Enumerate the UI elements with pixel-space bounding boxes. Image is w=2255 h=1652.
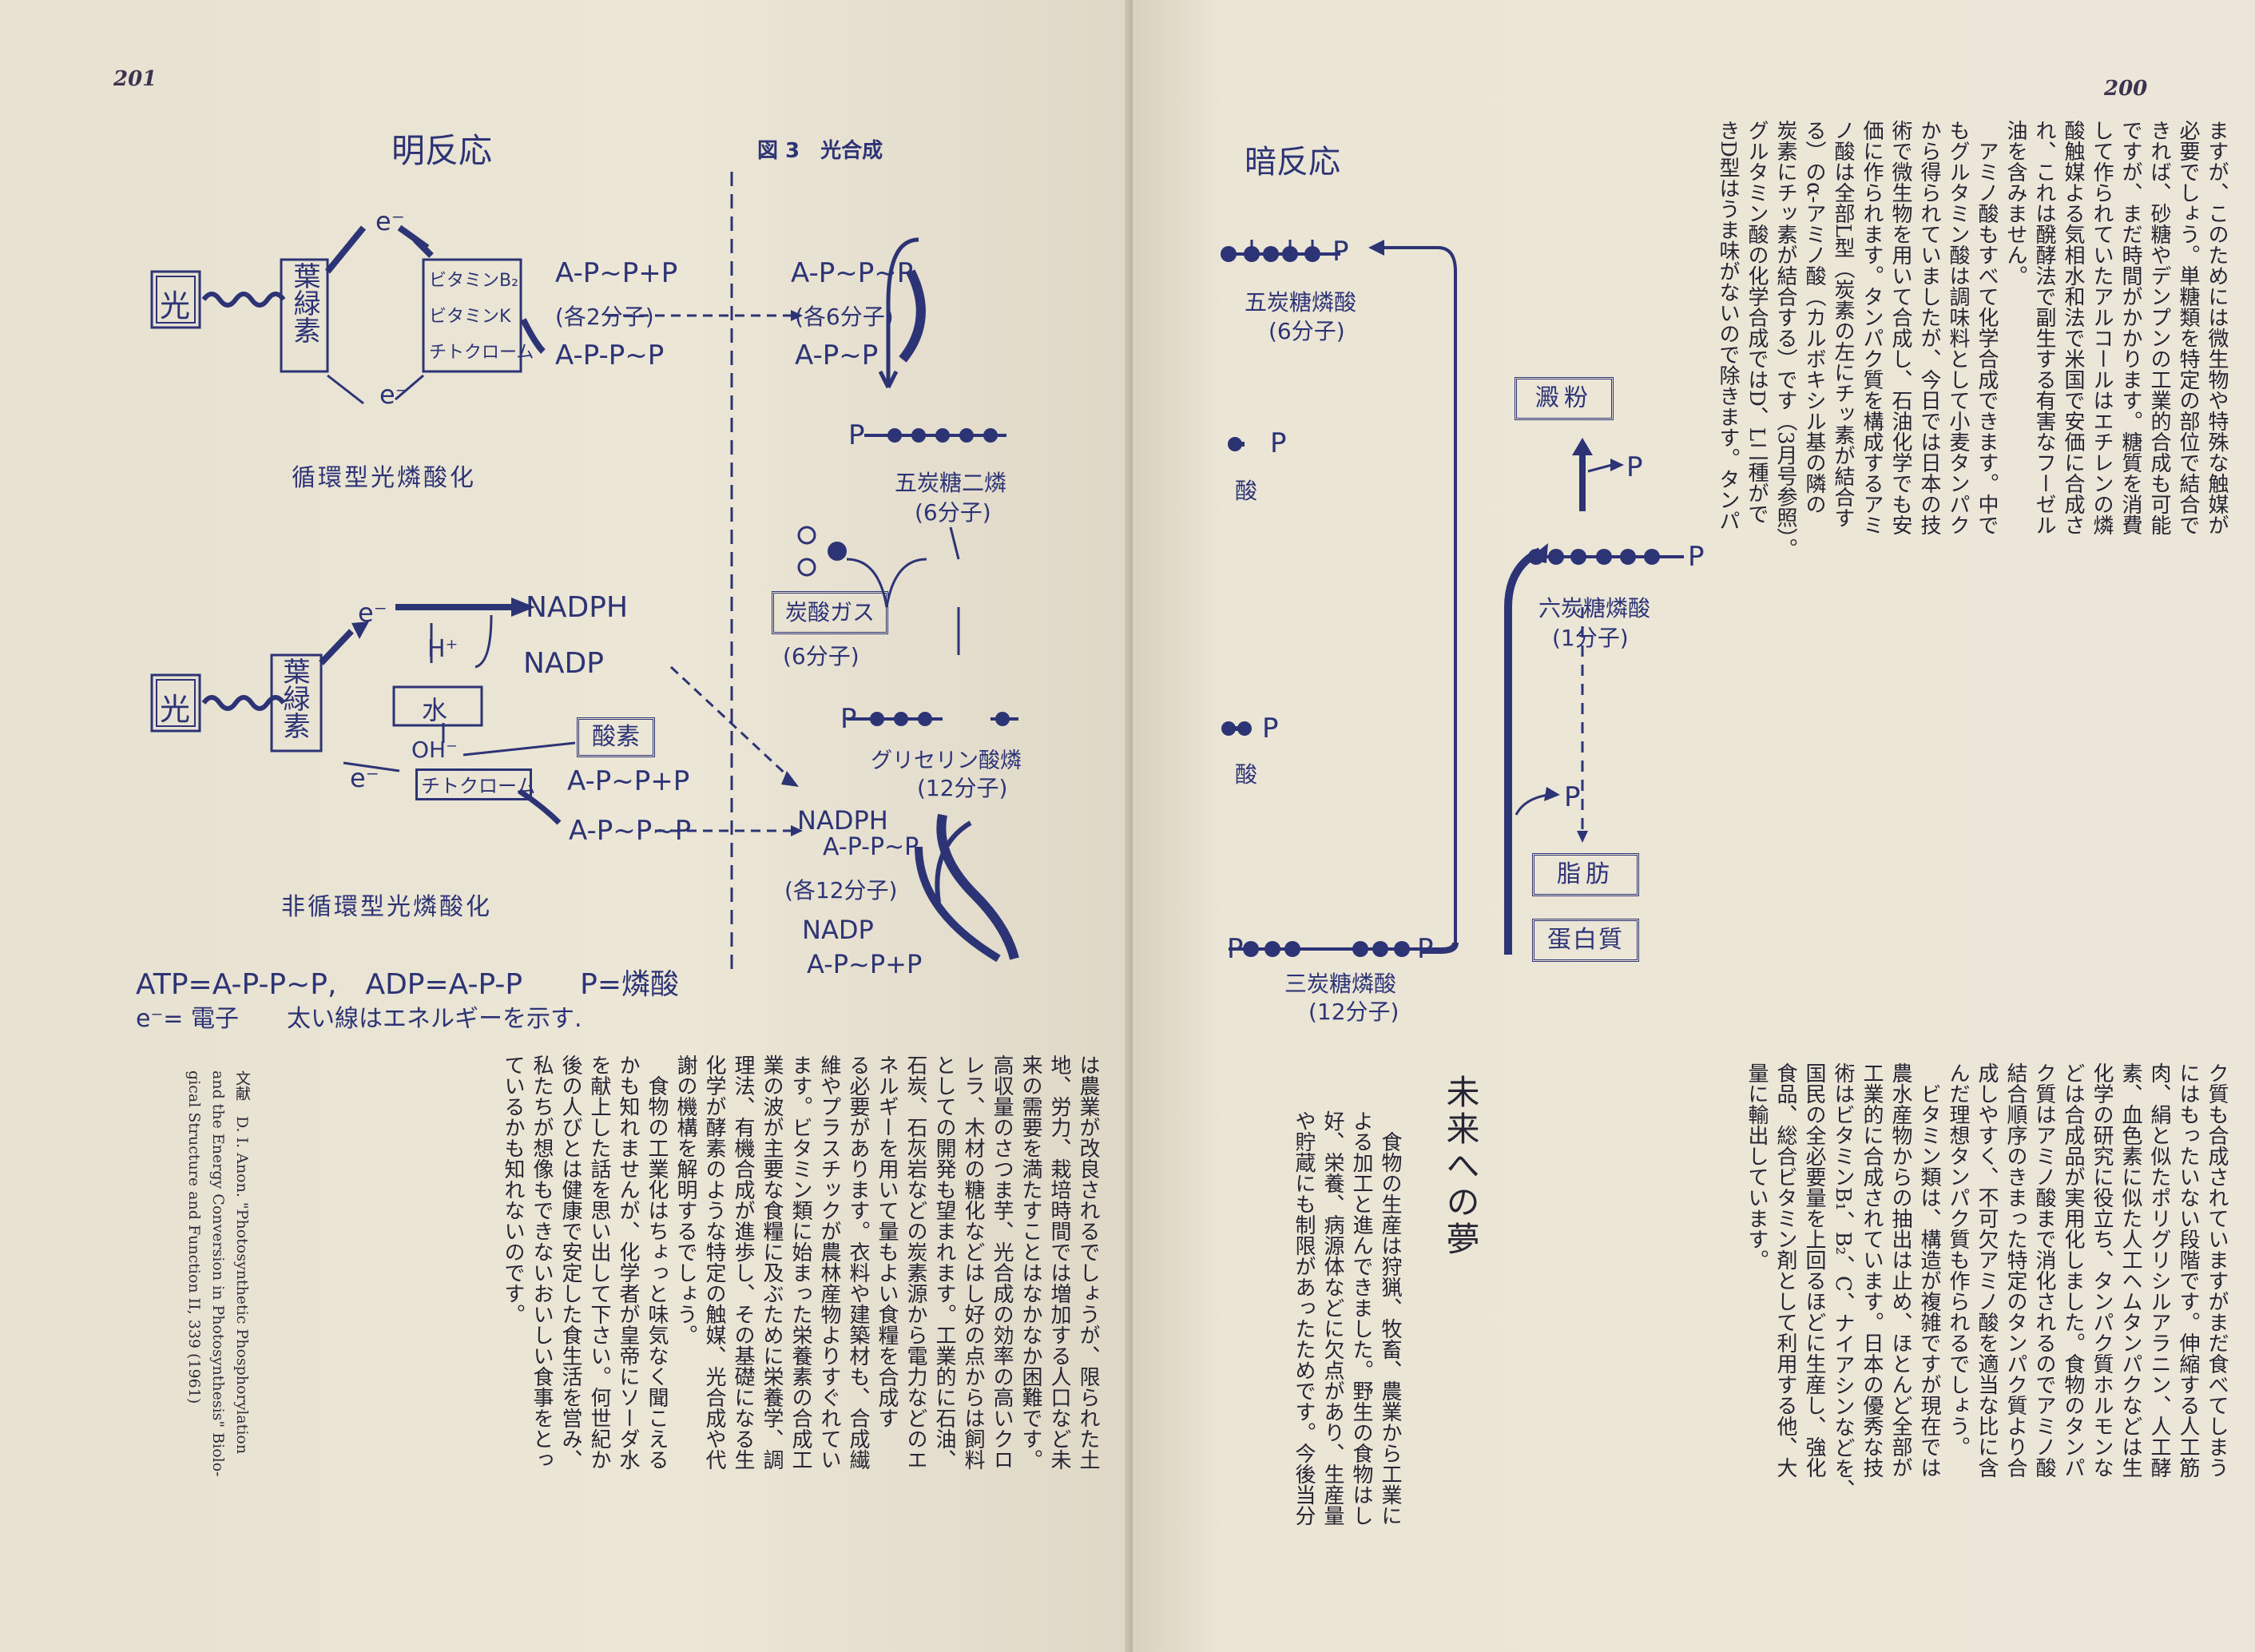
bottom-text: ク質も合成されていますがまだ食べてしまうにはもったいない段階です。伸縮する人工筋… (1745, 1062, 2229, 1499)
molecule-count: (12分子) (917, 775, 1008, 801)
co2-box: 炭酸ガス (772, 591, 888, 634)
phosphate-label: P (1262, 713, 1279, 745)
noncyclic-caption: 非循環型光燐酸化 (281, 893, 492, 921)
electron-label: e⁻ (375, 206, 405, 236)
molecule-count: (6分子) (915, 499, 991, 526)
nadph-label: NADPH (526, 591, 629, 624)
section-heading: 未来への夢 (1441, 1074, 1480, 1258)
glyceric-phosphate-label: グリセリン酸燐 (871, 749, 1022, 773)
oxygen-box: 酸素 (577, 717, 655, 757)
carrier-label: ビタミンB₂ (429, 271, 518, 291)
adp-formula: A-P~P (795, 340, 879, 371)
atp-formula: A-P~P+P (555, 257, 678, 289)
atp-formula: A-P~P+P (567, 765, 690, 797)
top-text: ますが、このためには微生物や特殊な触媒が必要でしょう。単糖類を特定の部位で結合で… (1716, 120, 2229, 559)
phosphate-label: P (1564, 781, 1581, 813)
cytochrome-label: チトクローム (421, 775, 536, 797)
phosphate-label: P (1688, 541, 1705, 573)
cyclic-caption: 循環型光燐酸化 (292, 464, 476, 492)
carrier-label: ビタミンK (429, 307, 511, 327)
acid-label: 酸 (1235, 478, 1258, 504)
dark-reaction-diagram (1221, 240, 1684, 957)
electron-label: e⁻ (379, 379, 409, 410)
atp-formula: A-P-P~P (823, 833, 919, 861)
figure-title: 図 3 光合成 (757, 139, 883, 163)
cytochrome-box (415, 768, 532, 800)
phosphate-label: P (1417, 933, 1434, 965)
carrier-label: チトクローム (429, 343, 534, 363)
molecule-count: (各2分子) (555, 304, 654, 330)
pentose-diphosphate-label: 五炭糖二燐 (895, 470, 1007, 496)
molecule-count: (12分子) (1308, 999, 1399, 1025)
nadph-label: NADPH (797, 805, 888, 836)
phosphate-label: P (1270, 427, 1287, 459)
light-label: 光 (160, 288, 191, 324)
adp-formula: A-P~P+P (807, 949, 923, 979)
water-label: 水 (422, 695, 448, 725)
hydroxide-label: OH⁻ (411, 737, 458, 763)
body-text: は農業が改良されるでしょうが、限られた土地、労力、栽培時間では増加する人口など未… (501, 1054, 1100, 1470)
page-number: 201 (113, 67, 157, 91)
atp-formula: A-P~P~P (791, 257, 914, 289)
hexose-phosphate-label: 六炭糖燐酸 (1538, 595, 1651, 621)
phosphate-label: P (1626, 451, 1643, 483)
molecule-count: (6分子) (1268, 318, 1345, 344)
electron-label: e⁻ (350, 763, 379, 793)
photosynthesis-diagram-left (150, 172, 1019, 971)
legend-line: e⁻= 電子 太い線はエネルギーを示す. (136, 1005, 582, 1033)
light-reaction-heading: 明反応 (391, 131, 493, 170)
molecule-count: (各12分子) (784, 877, 898, 903)
electron-label: e⁻ (358, 598, 387, 628)
fat-box: 脂肪 (1532, 853, 1639, 896)
atp-formula: A-P-P~P (555, 340, 665, 371)
phosphate-label: P (848, 419, 865, 451)
left-page: 201 (0, 0, 1133, 1652)
triose-phosphate-label: 三炭糖燐酸 (1284, 971, 1397, 997)
pentose-phosphate-label: 五炭糖燐酸 (1245, 289, 1357, 316)
nadp-label: NADP (523, 647, 604, 680)
molecule-count: (6分子) (783, 643, 860, 669)
phosphate-label: P (1227, 933, 1244, 965)
page-number: 200 (2104, 77, 2148, 101)
section-text: 食物の生産は狩猟、牧畜、農業から工業による加工と進んできました。野生の食物はし … (1292, 1110, 1402, 1526)
molecule-count: (1分子) (1552, 625, 1629, 651)
molecule-count: (各6分子) (795, 304, 894, 330)
starch-box: 澱粉 (1515, 377, 1614, 420)
dark-reaction-heading: 暗反応 (1245, 144, 1340, 181)
legend-line: ATP=A-P-P~P, ADP=A-P-P P=燐酸 (136, 968, 679, 1001)
protein-box: 蛋白質 (1532, 919, 1639, 962)
light-label: 光 (160, 692, 191, 727)
acid-label: 酸 (1235, 761, 1258, 788)
phosphate-label: P (840, 703, 857, 735)
nadp-label: NADP (802, 915, 874, 945)
reference: 文献 D. I. Anon. "Photosynthetic Phosphory… (185, 1070, 251, 1477)
atp-formula: A-P~P~P (569, 815, 692, 847)
hydrogen-ion-label: H⁺ (427, 635, 459, 663)
chlorophyll-label: 葉緑素 (278, 657, 310, 739)
chlorophyll-label: 葉緑素 (288, 262, 320, 344)
phosphate-label: P (1332, 236, 1349, 268)
right-page: 200 (1133, 0, 2255, 1652)
